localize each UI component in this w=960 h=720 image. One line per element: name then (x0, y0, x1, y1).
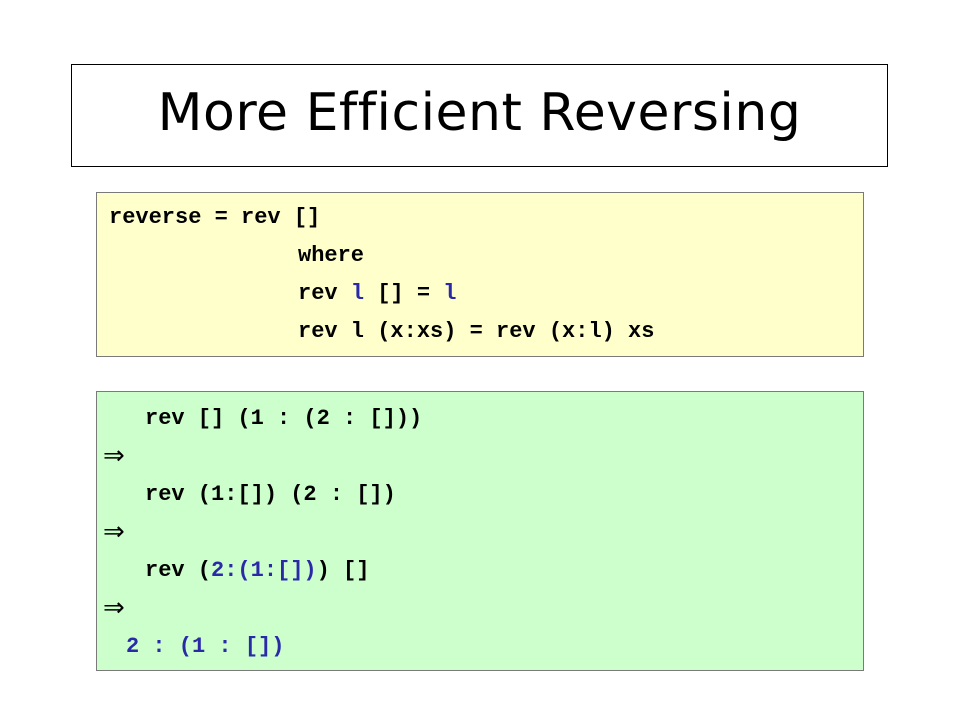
evaluation-step-3: rev (2:(1:[])) [] (145, 558, 369, 584)
definition-line-3-result: l (443, 281, 457, 306)
definition-code-box: reverse = rev [] where rev l [] = l rev … (96, 192, 864, 357)
evaluation-step-2: rev (1:[]) (2 : []) (145, 482, 396, 507)
evaluation-step-1: rev [] (1 : (2 : [])) (145, 406, 423, 431)
evaluation-step-3-accumulator: 2:(1:[]) (211, 558, 317, 583)
definition-line-2: where (298, 243, 365, 268)
evaluation-step-3-part-2: ) [] (316, 558, 370, 583)
evaluation-arrow-1: ⇒ (103, 441, 125, 471)
evaluation-step-3-part-1: rev ( (145, 558, 212, 583)
definition-line-3-param: l (350, 281, 365, 306)
definition-line-3-part-1: rev (298, 281, 351, 306)
definition-line-1: reverse = rev [] (109, 205, 321, 230)
definition-line-3-part-2: [] = (364, 281, 444, 306)
definition-line-3: rev l [] = l (298, 281, 456, 307)
evaluation-arrow-3: ⇒ (103, 593, 125, 623)
evaluation-result: 2 : (1 : []) (126, 634, 285, 659)
slide-title: More Efficient Reversing (157, 83, 802, 143)
definition-line-4: rev l (x:xs) = rev (x:l) xs (298, 319, 655, 344)
evaluation-arrow-2: ⇒ (103, 517, 125, 547)
evaluation-code-box: rev [] (1 : (2 : [])) ⇒ rev (1:[]) (2 : … (96, 391, 864, 671)
title-box: More Efficient Reversing (71, 64, 888, 167)
